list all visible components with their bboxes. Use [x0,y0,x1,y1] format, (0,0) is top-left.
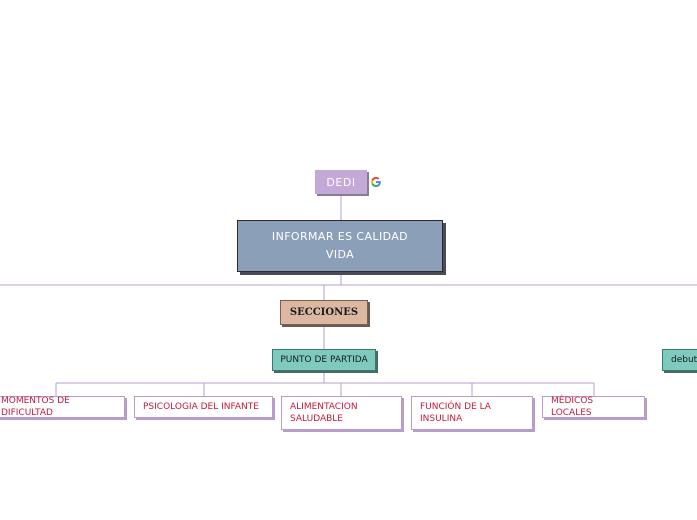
root-node[interactable]: INFORMAR ES CALIDAD VIDA [237,220,443,272]
top-node-dedi[interactable]: DEDI [315,170,367,194]
leaf-node-psicologia-del-infante[interactable]: PSICOLOGIA DEL INFANTE [134,396,273,418]
leaf-node-alimentacion-saludable[interactable]: ALIMENTACION SALUDABLE [281,396,402,430]
leaf-node-medicos-locales[interactable]: MÉDICOS LOCALES [542,396,645,418]
branch-label: PUNTO DE PARTIDA [280,355,368,365]
leaf-label: MÉDICOS LOCALES [551,396,594,418]
leaf-label: MOMENTOS DE DIFICULTAD [1,396,70,418]
leaf-label: ALIMENTACION SALUDABLE [290,402,358,424]
branch-node-debut[interactable]: debut [662,349,697,371]
leaf-label: PSICOLOGIA DEL INFANTE [143,402,259,412]
branch-node-punto-de-partida[interactable]: PUNTO DE PARTIDA [272,349,376,371]
sections-label: SECCIONES [289,307,359,318]
sections-node[interactable]: SECCIONES [280,300,368,325]
google-icon[interactable] [370,176,382,188]
leaf-node-momentos-de-dificultad[interactable]: MOMENTOS DE DIFICULTAD [0,396,125,418]
leaf-node-funcion-de-la-insulina[interactable]: FUNCIÓN DE LA INSULINA [411,396,533,430]
leaf-label: FUNCIÓN DE LA INSULINA [420,402,491,424]
branch-label: debut [671,355,697,365]
top-node-label: DEDI [326,175,356,189]
root-label: INFORMAR ES CALIDAD VIDA [271,230,409,261]
